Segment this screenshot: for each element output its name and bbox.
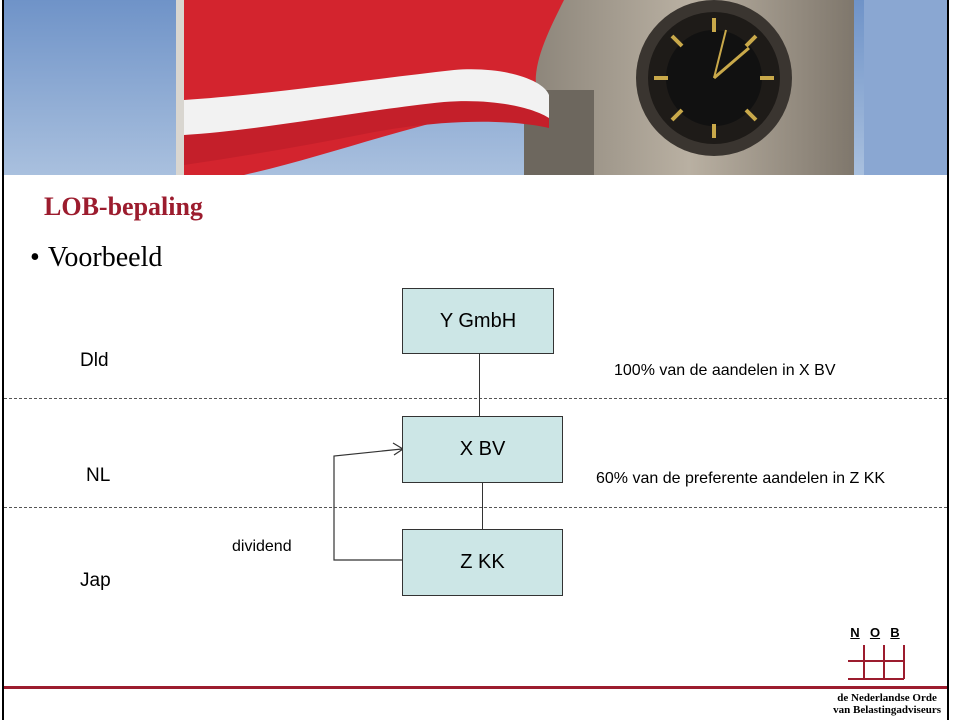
- org-line-1: de Nederlandse Orde: [837, 692, 937, 704]
- entity-box-z-kk: Z KK: [402, 529, 563, 596]
- bullet-text: Voorbeeld: [47, 242, 163, 273]
- region-label-dld: Dld: [80, 350, 109, 371]
- divider-dld-nl: [4, 398, 947, 399]
- footer-rule: [4, 686, 947, 689]
- logo-grid-mark: [848, 645, 905, 680]
- slide-frame-left: [2, 0, 4, 720]
- entity-box-x-bv: X BV: [402, 416, 563, 483]
- slide-frame-right: [947, 0, 949, 720]
- bullet-dot-icon: •: [30, 242, 40, 273]
- banner-photo: [4, 0, 947, 175]
- note-x-to-z: 60% van de preferente aandelen in Z KK: [596, 470, 886, 487]
- org-line-2: van Belastingadviseurs: [833, 704, 941, 716]
- organization-name: de Nederlandse Orde van Belastingadviseu…: [833, 692, 941, 716]
- nob-logo: N O B: [846, 625, 906, 683]
- region-label-jap: Jap: [80, 570, 111, 591]
- header-banner-image: [4, 0, 947, 175]
- bullet-item: •Voorbeeld: [30, 242, 162, 274]
- divider-nl-jap: [4, 507, 947, 508]
- ownership-line-y-x: [479, 353, 480, 416]
- slide-title: LOB-bepaling: [44, 192, 203, 221]
- logo-letter-b: B: [890, 625, 900, 640]
- logo-letter-o: O: [869, 625, 881, 640]
- note-dividend: dividend: [232, 538, 292, 555]
- logo-letter-n: N: [850, 625, 860, 640]
- region-label-nl: NL: [86, 465, 111, 486]
- entity-box-y-gmbh: Y GmbH: [402, 288, 554, 354]
- ownership-line-x-z: [482, 482, 483, 529]
- note-y-to-x: 100% van de aandelen in X BV: [614, 362, 836, 379]
